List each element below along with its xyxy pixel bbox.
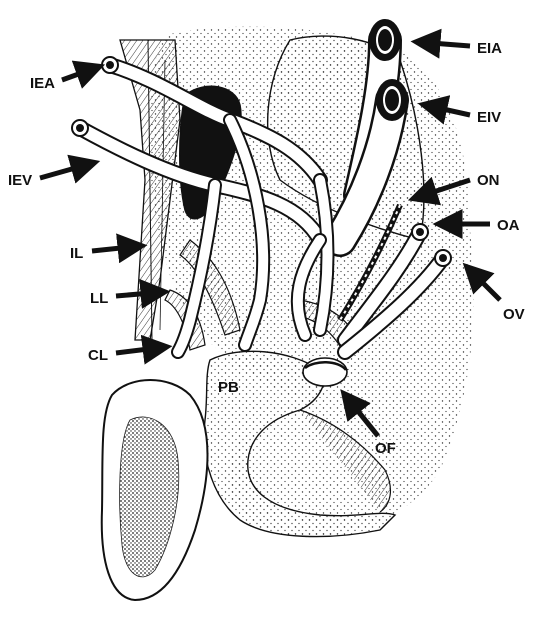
label-eiv: EIV (477, 109, 501, 126)
label-cl: CL (88, 347, 108, 364)
label-eia: EIA (477, 40, 502, 57)
label-on: ON (477, 172, 500, 189)
label-pb: PB (218, 379, 239, 396)
pubic-bone-cross-section (102, 380, 208, 600)
label-oa: OA (497, 217, 520, 234)
arrow-iev (40, 163, 93, 178)
label-iev: IEV (8, 172, 32, 189)
label-ll: LL (90, 290, 108, 307)
arrow-il (92, 246, 140, 251)
label-iea: IEA (30, 75, 55, 92)
arrow-eia (418, 42, 470, 46)
label-of: OF (375, 440, 396, 457)
label-il: IL (70, 245, 83, 262)
arrow-iea (62, 67, 98, 80)
arrow-cl (116, 347, 165, 353)
label-ov: OV (503, 306, 525, 323)
obturator-foramen (303, 358, 347, 386)
